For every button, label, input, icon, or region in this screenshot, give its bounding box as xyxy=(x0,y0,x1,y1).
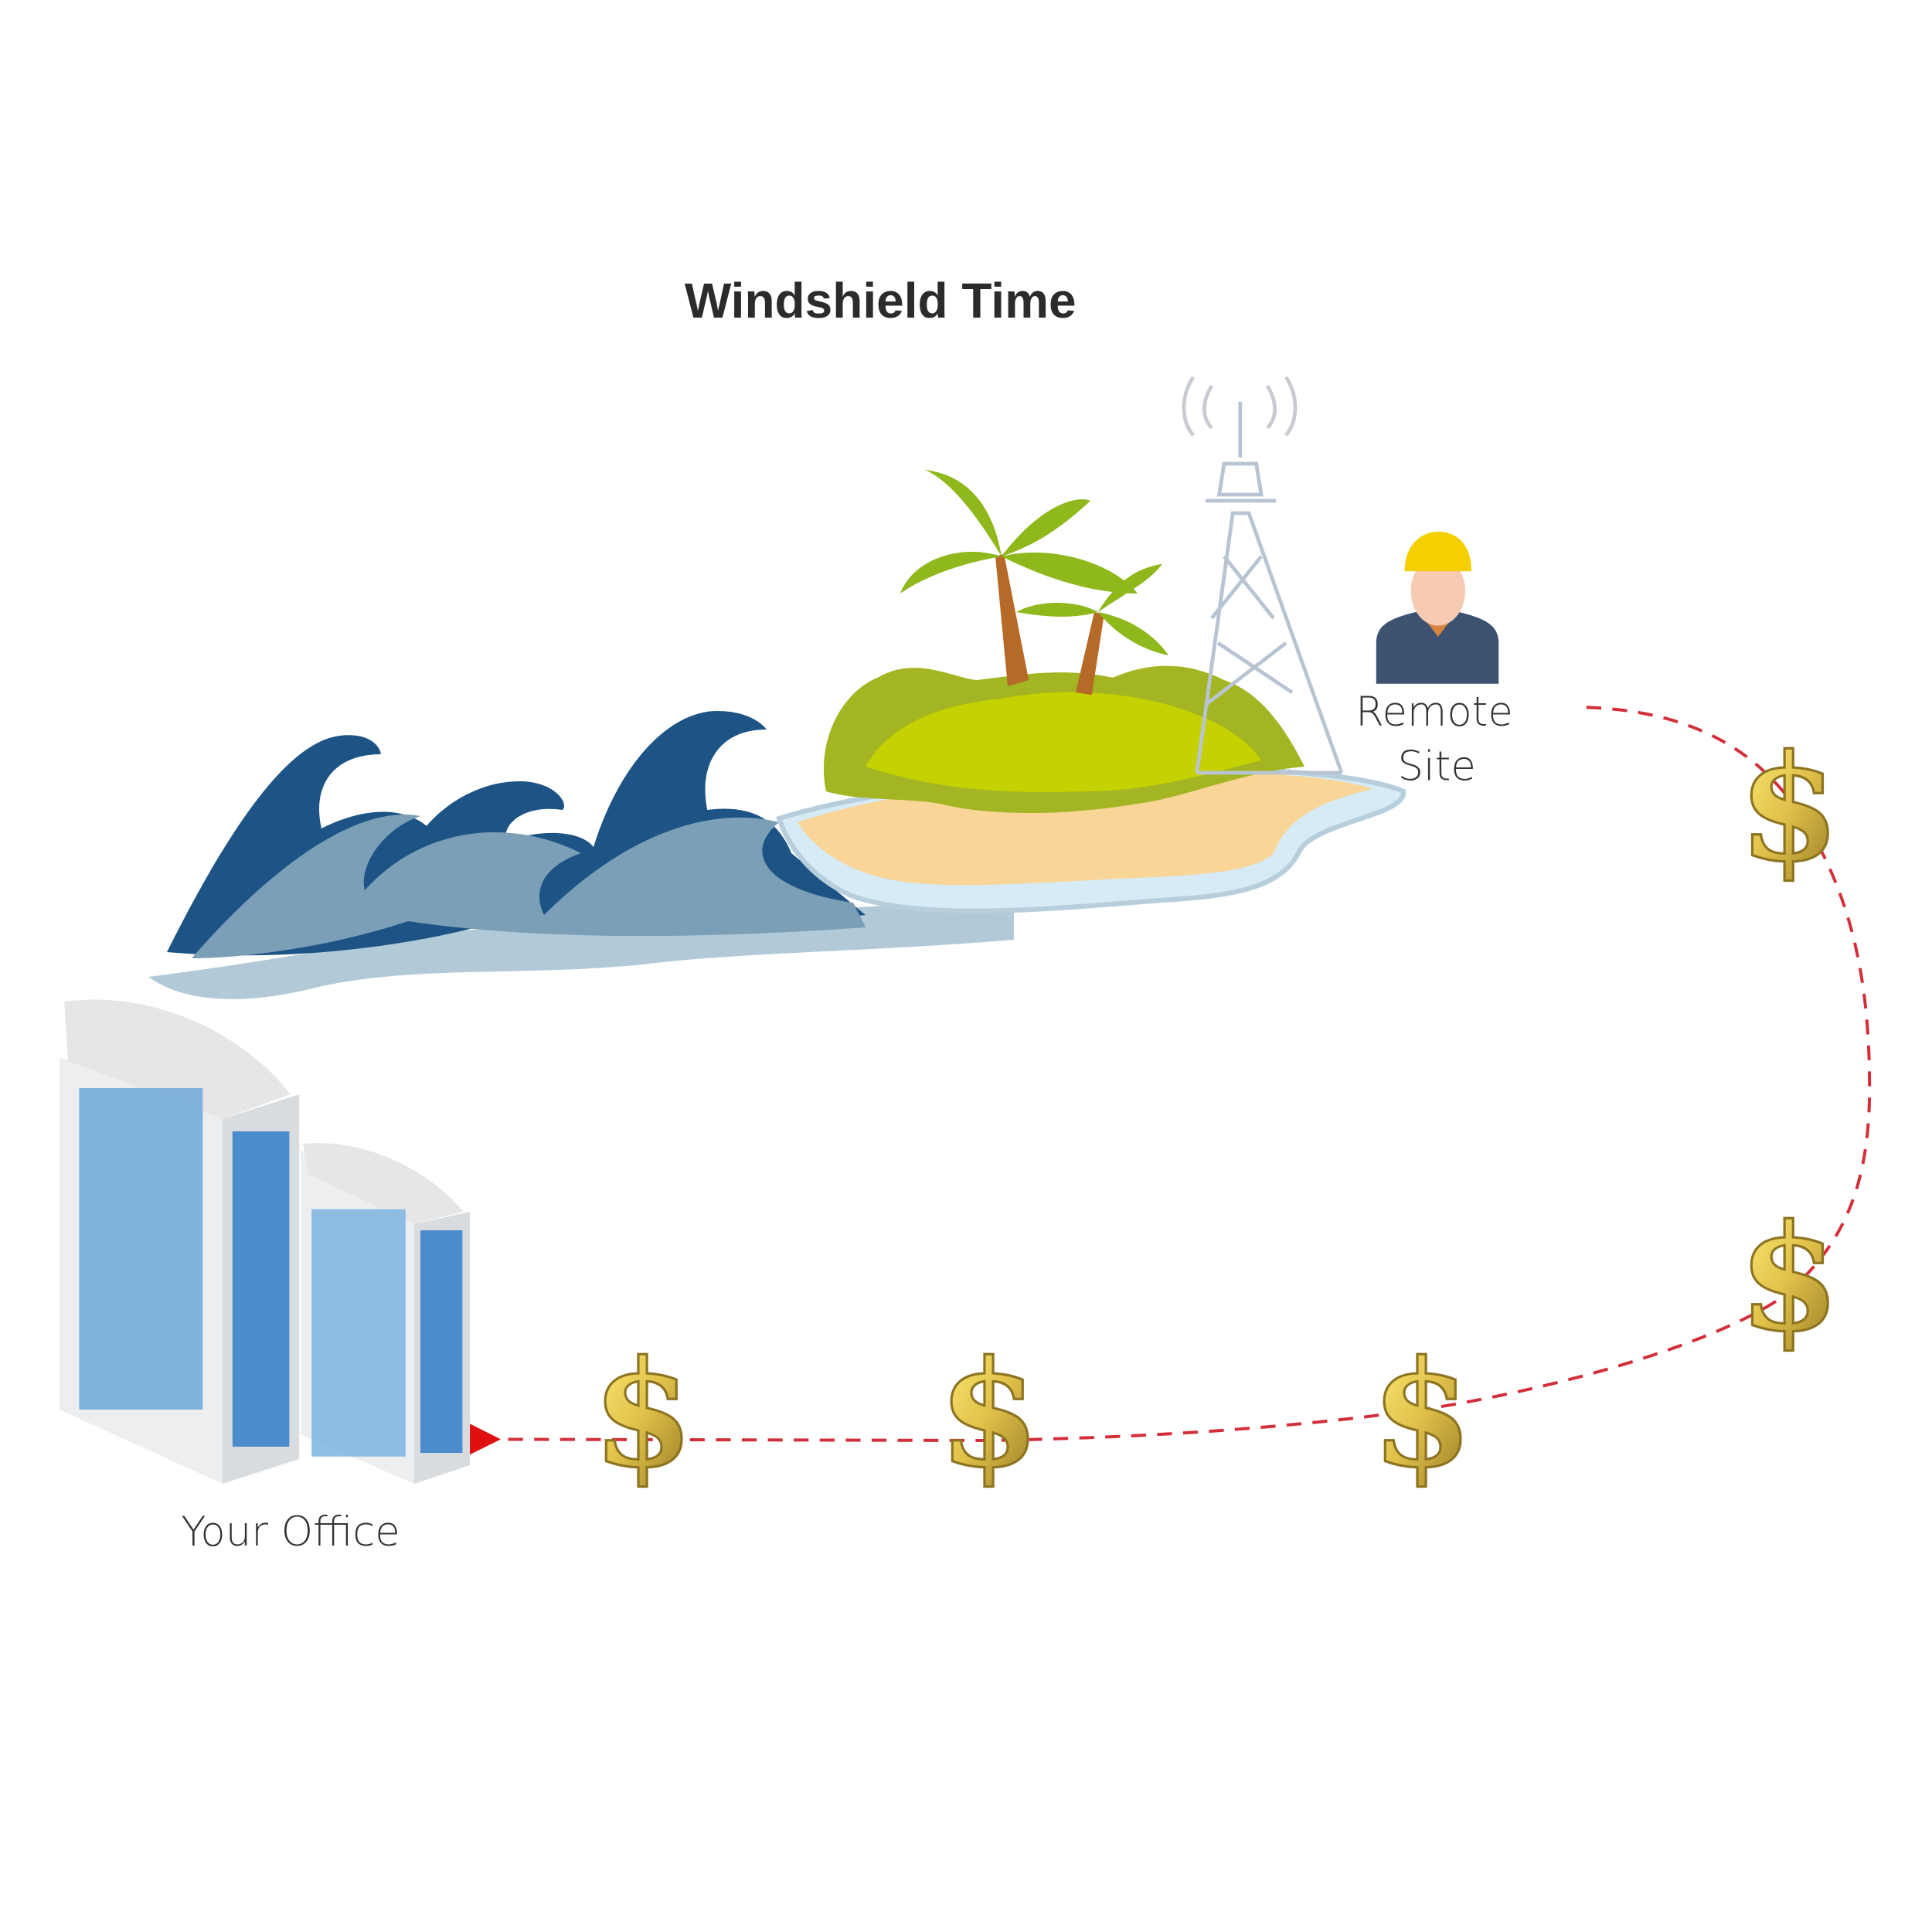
island-illustration xyxy=(775,470,1406,914)
office-buildings-icon xyxy=(59,999,470,1484)
dollar-icon: $ xyxy=(592,1328,693,1500)
travel-cost-path xyxy=(469,706,1872,1455)
dollar-icon: $ xyxy=(1739,1192,1840,1364)
radio-tower-icon xyxy=(1182,376,1344,775)
dollar-icon: $ xyxy=(1739,723,1840,894)
remote-site-label-line1: Remote xyxy=(1355,689,1513,736)
office-label: Your Office xyxy=(181,1509,400,1556)
diagram-title: Windshield Time xyxy=(685,273,1077,328)
cost-markers: $ $ $ $ $ xyxy=(591,721,1842,1501)
remote-worker-avatar xyxy=(1376,532,1499,684)
ocean-waves-illustration xyxy=(148,711,1014,999)
remote-site-label-line2: Site xyxy=(1398,743,1476,791)
dollar-icon: $ xyxy=(938,1328,1039,1500)
dollar-icon: $ xyxy=(1371,1328,1472,1500)
